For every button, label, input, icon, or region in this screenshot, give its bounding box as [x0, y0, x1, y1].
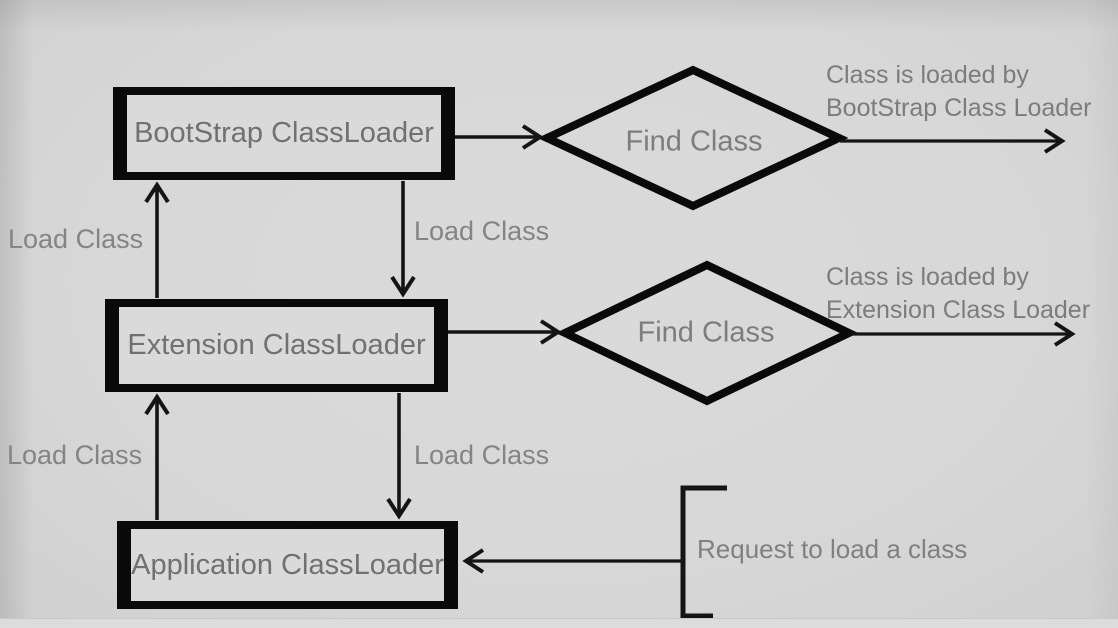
load-class-label-down-2: Load Class — [414, 440, 550, 470]
find-class-label-1: Find Class — [625, 125, 763, 158]
application-classloader-box: Application ClassLoader — [117, 521, 458, 609]
find-class-diamond-2 — [555, 260, 859, 406]
background-bottom-strip — [0, 618, 1118, 628]
bootstrap-classloader-label: BootStrap ClassLoader — [134, 117, 434, 149]
request-bracket — [680, 485, 727, 619]
extension-classloader-label: Extension ClassLoader — [127, 329, 426, 361]
find-class-label-2: Find Class — [637, 316, 775, 349]
load-class-label-down-1: Load Class — [414, 216, 550, 246]
request-load-class-text: Request to load a class — [697, 534, 968, 564]
bootstrap-classloader-box: BootStrap ClassLoader — [113, 87, 455, 180]
load-class-label-up-1: Load Class — [8, 224, 144, 254]
application-classloader-label: Application ClassLoader — [131, 548, 444, 581]
find-class-diamond-1 — [537, 65, 849, 211]
extension-classloader-box: Extension ClassLoader — [105, 299, 448, 392]
result-bootstrap-text: Class is loaded by BootStrap Class Loade… — [826, 61, 1092, 122]
result-extension-text: Class is loaded by Extension Class Loade… — [826, 263, 1091, 324]
load-class-label-up-2: Load Class — [7, 440, 143, 470]
